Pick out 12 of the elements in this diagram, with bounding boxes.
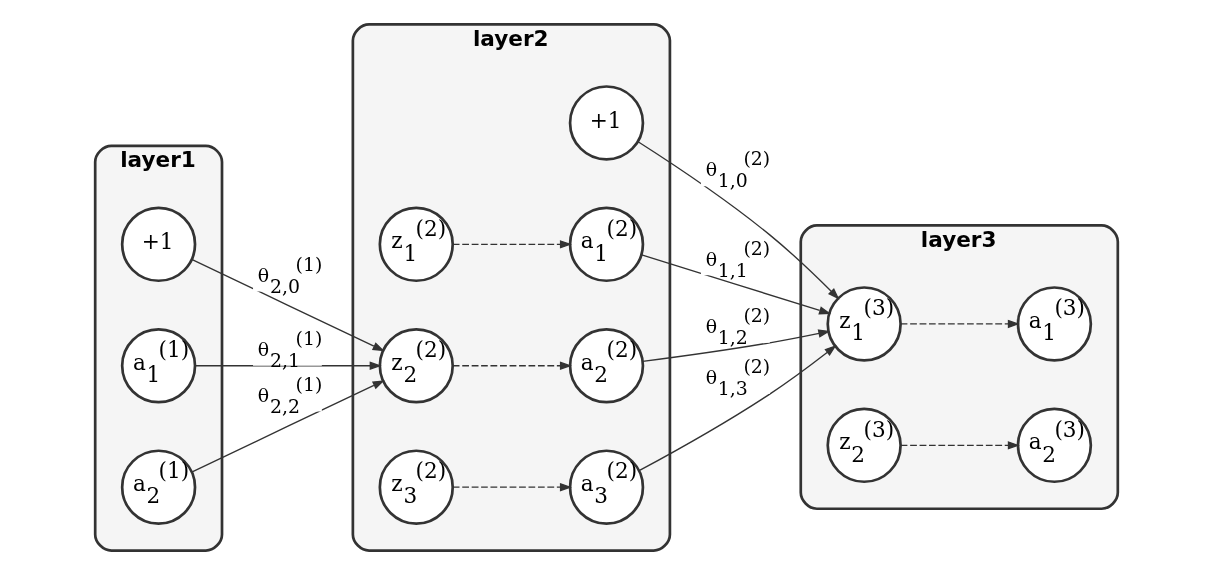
- arrow: [899, 441, 1020, 450]
- arrow: [899, 319, 1020, 329]
- arrow: [191, 259, 385, 352]
- arrow: [638, 345, 837, 472]
- node-circle: +1: [120, 206, 196, 283]
- arrow: [451, 240, 572, 249]
- node-circle: +1: [568, 85, 644, 161]
- arrow: [451, 361, 572, 370]
- arrow: [641, 329, 830, 363]
- arrow: [636, 141, 840, 300]
- arrow: [640, 254, 831, 315]
- arrow: [451, 482, 572, 492]
